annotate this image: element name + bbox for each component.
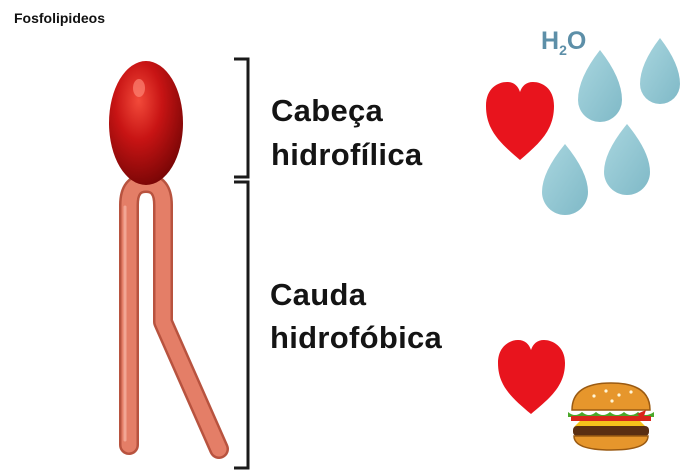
water-formula-main: H (541, 27, 559, 55)
water-drop-icon (604, 124, 650, 195)
tail-label-line2: hidrofóbica (270, 319, 442, 357)
water-formula-sub: 2 (559, 42, 567, 58)
head-label-line2: hidrofílica (271, 136, 422, 174)
heart-icon (486, 82, 554, 160)
phospholipid-tails (125, 183, 219, 449)
head-bracket (234, 59, 248, 177)
water-drop-icon (578, 50, 622, 122)
heart-icon (498, 340, 565, 414)
phospholipid-head (109, 61, 183, 185)
water-drop-icon (640, 38, 680, 104)
head-label-line1: Cabeça (271, 92, 383, 130)
water-drop-icon (542, 144, 588, 215)
hamburger-icon (568, 383, 654, 450)
tail-label-line1: Cauda (270, 276, 366, 314)
water-formula-end: O (567, 27, 586, 55)
water-formula: H2O (541, 27, 586, 58)
tail-bracket (234, 182, 248, 468)
